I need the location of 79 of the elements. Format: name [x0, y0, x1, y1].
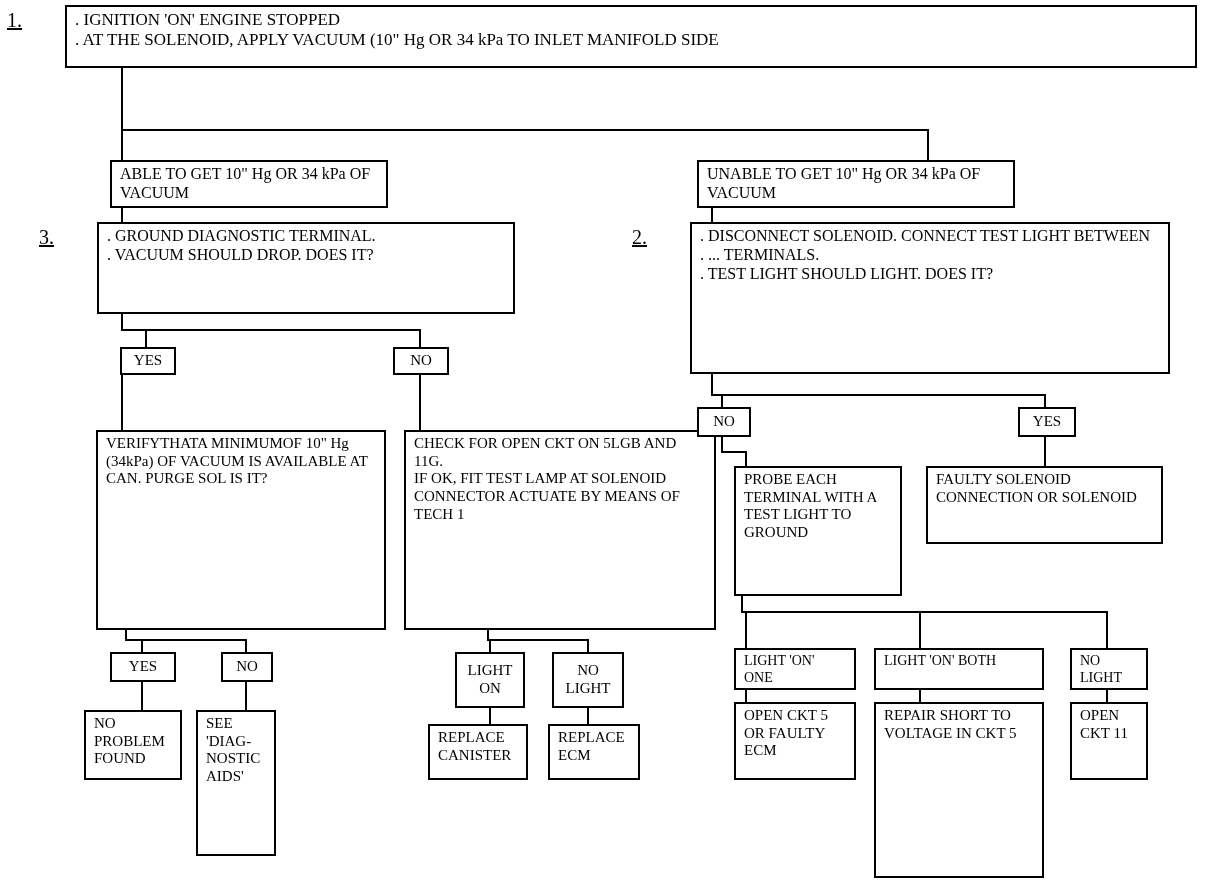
box-text: . ... TERMINALS.: [700, 245, 821, 265]
step-number: 3.: [39, 226, 54, 249]
box-text: . IGNITION 'ON' ENGINE STOPPED: [75, 10, 342, 31]
step-box: [96, 430, 386, 630]
connector-line: [245, 681, 247, 711]
step-box: [84, 710, 182, 780]
step-box: [874, 648, 1044, 690]
connector-line: [121, 313, 421, 348]
box-text: NO: [236, 658, 258, 676]
answer-box: [221, 652, 273, 682]
box-text: YES: [128, 658, 158, 676]
step-box: [404, 430, 716, 630]
connector-line: [587, 707, 589, 725]
box-text: NO LIGHT: [1080, 653, 1123, 687]
connector-line: [487, 629, 589, 653]
box-text: LIGHT ON: [466, 662, 514, 698]
box-text: LIGHT 'ON' BOTH: [884, 653, 998, 670]
box-text: IF OK, FIT TEST LAMP AT SOLENOID CONNECTOR ACTUATE BY MEANS OF TECH 1: [414, 470, 681, 524]
step-box: [1070, 648, 1148, 690]
step-box: [926, 466, 1163, 544]
step-box: [1070, 702, 1148, 780]
connector-line: [489, 707, 491, 725]
box-text: . TEST LIGHT SHOULD LIGHT. DOES IT?: [700, 264, 994, 284]
answer-box: [120, 347, 176, 375]
box-text: FAULTY SOLENOID CONNECTION OR SOLENOID: [936, 471, 1138, 507]
connector-line: [121, 374, 123, 431]
connector-line: [711, 373, 1046, 408]
box-text: OPEN CKT 5 OR FAULTY ECM: [744, 707, 829, 761]
connector-line: [919, 689, 921, 703]
box-text: UNABLE TO GET 10" Hg OR 34 kPa OF VACUUM: [707, 165, 982, 203]
step-box: [196, 710, 276, 856]
answer-box: [697, 407, 751, 437]
connector-line: [121, 207, 123, 223]
box-text: REPLACE CANISTER: [438, 729, 513, 765]
box-text: YES: [1032, 413, 1062, 431]
box-text: NO PROBLEM FOUND: [94, 715, 166, 769]
box-text: OPEN CKT 11: [1080, 707, 1129, 743]
box-text: REPAIR SHORT TO VOLTAGE IN CKT 5: [884, 707, 1018, 743]
step-number: 2.: [632, 226, 647, 249]
connector-line: [711, 207, 713, 223]
step-number: 1.: [7, 9, 22, 32]
box-text: ABLE TO GET 10" Hg OR 34 kPa OF VACUUM: [120, 165, 372, 203]
connector-line: [125, 629, 247, 653]
connector-line: [721, 436, 747, 467]
box-text: NO: [713, 413, 735, 431]
connector-line: [745, 689, 747, 703]
step-box: [697, 160, 1015, 208]
box-text: . DISCONNECT SOLENOID. CONNECT TEST LIGHT BETWEEN: [700, 227, 1152, 246]
box-text: PROBE EACH TERMINAL WITH A TEST LIGHT TO GROUND: [744, 471, 878, 542]
step-box: [97, 222, 515, 314]
step-box: [734, 702, 856, 780]
box-text: NO LIGHT: [564, 662, 612, 698]
answer-box: [110, 652, 176, 682]
step-box: [690, 222, 1170, 374]
box-text: . GROUND DIAGNOSTIC TERMINAL.: [107, 227, 377, 246]
box-text: . AT THE SOLENOID, APPLY VACUUM (10" Hg OR 34 kPa TO INLET MANIFOLD SIDE: [75, 30, 720, 51]
connector-line: [141, 681, 143, 711]
connector-line: [419, 374, 421, 431]
connector-line: [1044, 436, 1046, 467]
box-text: CHECK FOR OPEN CKT ON 5LGB AND 11G.: [414, 435, 678, 471]
connector-line: [1106, 689, 1108, 703]
answer-box: [1018, 407, 1076, 437]
step-box: [874, 702, 1044, 878]
box-text: REPLACE ECM: [558, 729, 626, 765]
answer-box: [552, 652, 624, 708]
box-text: SEE 'DIAG- NOSTIC AIDS': [206, 715, 262, 786]
box-text: LIGHT 'ON' ONE: [744, 653, 816, 687]
step-box: [110, 160, 388, 208]
box-text: NO: [410, 352, 432, 370]
step-box: [65, 5, 1197, 68]
answer-box: [455, 652, 525, 708]
box-text: . VACUUM SHOULD DROP. DOES IT?: [107, 245, 375, 265]
box-text: VERIFYTHATA MINIMUMOF 10" Hg (34kPa) OF VACUUM IS AVAILABLE AT CAN. PURGE SOL IS IT?: [106, 435, 369, 489]
step-box: [428, 724, 528, 780]
box-text: YES: [133, 352, 163, 370]
answer-box: [393, 347, 449, 375]
step-box: [548, 724, 640, 780]
step-box: [734, 648, 856, 690]
step-box: [734, 466, 902, 596]
